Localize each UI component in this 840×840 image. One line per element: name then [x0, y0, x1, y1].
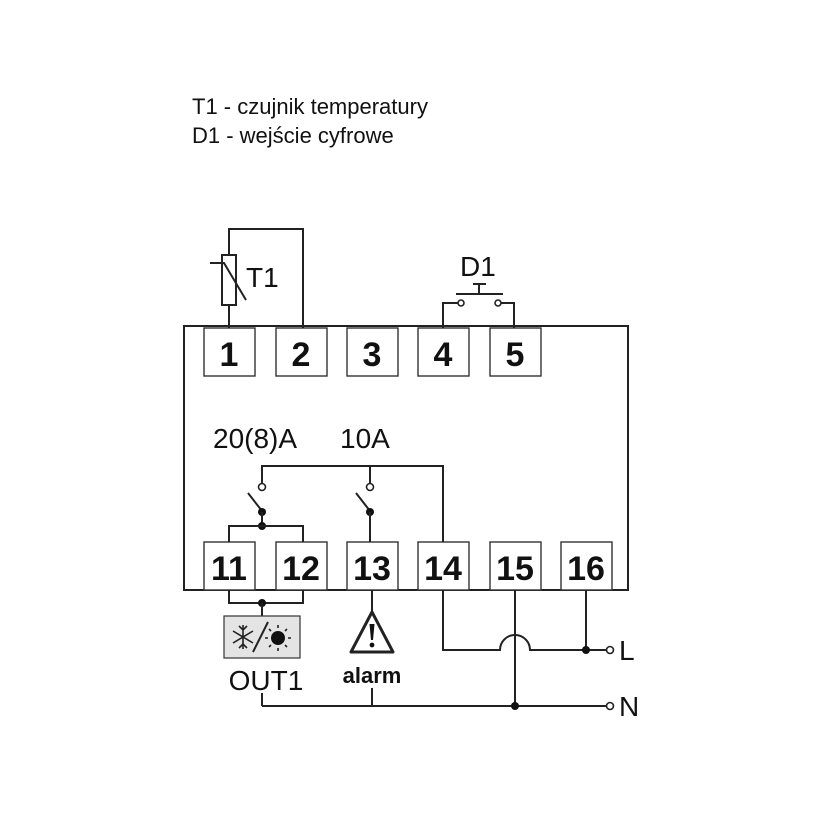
relay1-switch-blade	[247, 492, 263, 512]
sun-icon	[265, 625, 291, 651]
supply-wiring: L N	[262, 590, 639, 722]
relay2-switch-blade	[355, 492, 371, 512]
terminal-4	[417, 327, 470, 377]
d1-label: D1	[460, 251, 496, 282]
relay1-bridge-11-12	[228, 525, 304, 542]
terminal-5	[489, 327, 542, 377]
relay1-rating: 20(8)A	[213, 423, 297, 454]
t1-wire-loop	[228, 228, 304, 328]
terminal-2	[275, 327, 328, 377]
d1-contact-left	[457, 299, 465, 307]
d1-wire-left	[442, 302, 458, 328]
thermistor-icon	[221, 254, 237, 306]
controller-housing	[183, 325, 629, 591]
terminal-11-label: 11	[211, 550, 247, 588]
out1-label: OUT1	[229, 665, 304, 696]
out1-bridge-bottom	[228, 590, 304, 604]
n-terminal-point	[605, 701, 615, 711]
terminal-12-label: 12	[282, 550, 320, 588]
alarm-label: alarm	[343, 663, 402, 688]
n-label: N	[619, 691, 639, 722]
relay-common-bus	[261, 465, 444, 542]
terminal-2-label: 2	[292, 336, 311, 374]
snowflake-icon	[232, 625, 254, 649]
terminal-3-label: 3	[363, 336, 382, 374]
d1-contact-right	[494, 299, 502, 307]
terminal-12	[275, 541, 328, 591]
d1-wire-right	[501, 302, 515, 328]
t1-label: T1	[246, 262, 279, 293]
terminal-15	[489, 541, 542, 591]
terminal-15-label: 15	[496, 550, 534, 588]
relay2-rating: 10A	[340, 423, 390, 454]
terminal-4-label: 4	[434, 336, 453, 374]
legend-line-1: T1 - czujnik temperatury	[192, 94, 428, 119]
terminal-16	[560, 541, 613, 591]
snowflake-sun-icon	[223, 615, 301, 659]
terminal-16-label: 16	[567, 550, 605, 588]
relay1-open-contact	[257, 482, 267, 492]
terminal-14	[417, 541, 470, 591]
terminal-1	[203, 327, 256, 377]
terminal-13-label: 13	[353, 550, 391, 588]
exclamation-icon	[369, 624, 375, 640]
l-label: L	[619, 635, 635, 666]
n-junction	[511, 702, 519, 710]
t1-sensor: T1	[210, 228, 304, 328]
terminal-5-label: 5	[506, 336, 525, 374]
out1-load: OUT1	[223, 590, 304, 706]
legend-line-2: D1 - wejście cyfrowe	[192, 123, 394, 148]
alarm-load: alarm	[343, 590, 402, 706]
terminal-14-label: 14	[424, 550, 462, 588]
relay2-contact	[355, 482, 375, 542]
pushbutton-stem	[473, 283, 486, 294]
out1-divider-slash	[252, 621, 269, 653]
thermistor-slash	[210, 262, 247, 301]
top-terminal-block: 1 2 3 4 5	[203, 327, 542, 377]
terminal-3	[346, 327, 399, 377]
l-terminal-point	[605, 645, 615, 655]
terminal-1-label: 1	[220, 336, 239, 374]
relay1-contact	[228, 482, 304, 542]
line-l-wire	[442, 590, 607, 651]
l-junction	[582, 646, 590, 654]
d1-input: D1	[442, 251, 515, 328]
relay2-open-contact	[365, 482, 375, 492]
